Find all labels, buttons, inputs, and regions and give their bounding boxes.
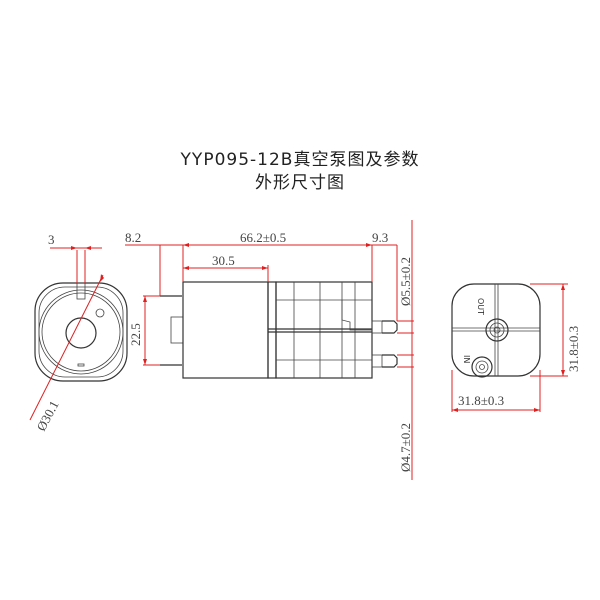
dim-terminal-offset: 8.2 xyxy=(125,230,141,245)
dim-head-height: 31.8±0.3 xyxy=(566,326,581,372)
out-port-label: OUT xyxy=(476,298,485,315)
dim-motor-length: 30.5 xyxy=(212,253,235,268)
drawing-title: YYP095-12B真空泵图及参数 xyxy=(180,150,420,170)
dim-slot-width: 3 xyxy=(48,232,55,247)
in-port-label: IN xyxy=(462,355,471,363)
dim-head-width: 31.8±0.3 xyxy=(458,393,504,408)
dim-outlet-diameter: Ø5.5±0.2 xyxy=(398,257,413,306)
drawing-subtitle: 外形尺寸图 xyxy=(255,173,345,193)
side-view-pump: 22.5 8.2 66.2±0.5 9.3 30.5 Ø5.5±0.2 Ø4.7… xyxy=(125,220,414,480)
end-view-motor: 3 Ø30.1 xyxy=(29,232,128,433)
dim-nozzle-length: 9.3 xyxy=(372,230,388,245)
dim-overall-length: 66.2±0.5 xyxy=(240,230,286,245)
dim-motor-diameter: Ø30.1 xyxy=(33,398,61,433)
dim-inlet-diameter: Ø4.7±0.2 xyxy=(398,423,413,472)
end-view-pump-head: OUT IN 31.8±0.3 31.8±0.3 xyxy=(451,283,581,412)
dim-terminal-spacing: 22.5 xyxy=(128,323,143,346)
